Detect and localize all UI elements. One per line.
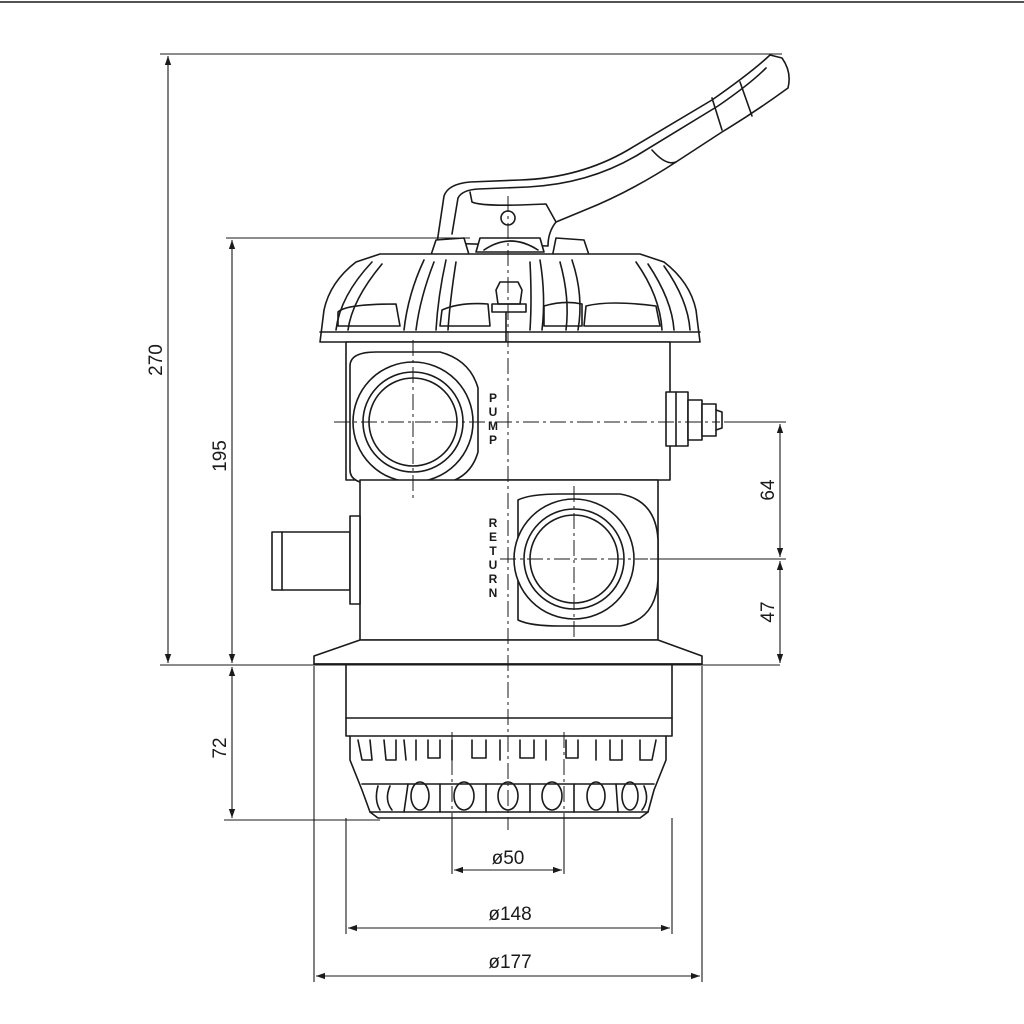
dimension-label-195: 195 [210, 440, 231, 472]
dimension-label-64: 64 [758, 479, 779, 501]
return-port [513, 493, 659, 627]
pump-port [349, 351, 479, 485]
bottom-strainer [345, 663, 673, 819]
valve-handle [436, 54, 790, 247]
pump-label: P U M P [488, 391, 498, 447]
dimension-label-d50: ø50 [492, 848, 525, 869]
pump-letter: P [489, 391, 497, 405]
valve-upper-body [345, 341, 723, 485]
pump-letter: U [489, 405, 498, 419]
dimension-flange-diameter: ø177 [313, 666, 703, 982]
return-letter: R [489, 516, 498, 530]
dimension-port-spacing: 64 [650, 421, 786, 560]
dimension-pipe-diameter: ø50 [451, 818, 565, 874]
dimension-label-d177: ø177 [488, 952, 531, 973]
dimension-bottom-height: 72 [210, 667, 380, 821]
return-letter: N [489, 586, 498, 600]
return-letter: T [489, 544, 497, 558]
return-label: R E T U R N [489, 516, 498, 600]
dimension-body-diameter: ø148 [345, 818, 673, 934]
center-lines [334, 196, 720, 830]
dimension-label-72: 72 [210, 737, 231, 758]
dimension-label-d148: ø148 [488, 904, 531, 925]
return-letter: R [489, 572, 498, 586]
return-letter: E [489, 530, 497, 544]
dimension-label-47: 47 [758, 601, 779, 622]
waste-port [271, 515, 361, 605]
dimension-return-height: 47 [758, 561, 784, 663]
gauge-port [665, 391, 723, 447]
dimension-total-height: 270 [146, 53, 782, 666]
dimension-body-height: 195 [210, 237, 470, 663]
pump-letter: M [488, 419, 498, 433]
valve-lid [319, 237, 701, 343]
pump-letter: P [489, 433, 497, 447]
dimension-label-270: 270 [146, 344, 167, 376]
valve-lower-body [271, 479, 659, 641]
return-letter: U [489, 558, 498, 572]
